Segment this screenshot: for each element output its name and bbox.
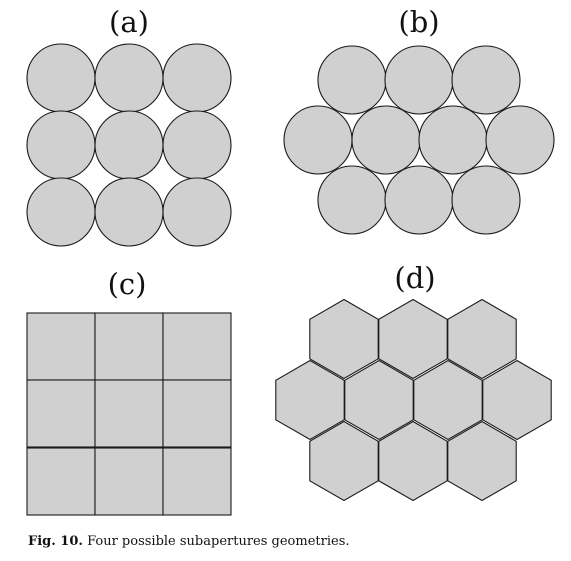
circle-b-r3c2 bbox=[384, 165, 454, 235]
circle-b-r2c1 bbox=[283, 105, 353, 175]
square-c-r3c1 bbox=[26, 447, 96, 516]
hexagon-d-r2c4 bbox=[482, 359, 552, 441]
square-c-r2c2 bbox=[94, 379, 164, 448]
circle-a-r2c3 bbox=[162, 110, 232, 180]
square-c-r2c1 bbox=[26, 379, 96, 448]
hexagon-d-r2c3 bbox=[413, 359, 483, 441]
square-c-r3c3 bbox=[162, 447, 232, 516]
hexagon-d-r1c2 bbox=[378, 298, 448, 380]
panel-c-label: (c) bbox=[108, 267, 147, 301]
hexagon-d-r2c1 bbox=[275, 359, 345, 441]
panel-a: (a) bbox=[26, 5, 232, 247]
circle-a-r1c1 bbox=[26, 43, 96, 113]
figure-caption: Fig. 10. Four possible subapertures geom… bbox=[28, 534, 350, 549]
circle-a-r3c1 bbox=[26, 177, 96, 247]
hexagon-d-r1c3 bbox=[447, 298, 517, 380]
circle-b-r1c1 bbox=[317, 45, 387, 115]
square-c-r1c3 bbox=[162, 312, 232, 381]
hexagon-d-r3c3 bbox=[447, 420, 517, 502]
hexagon-d-r1c1 bbox=[309, 298, 379, 380]
circle-b-r1c2 bbox=[384, 45, 454, 115]
caption-text: Four possible subapertures geometries. bbox=[87, 534, 350, 549]
hexagon-d-r2c2 bbox=[344, 359, 414, 441]
circle-b-r1c3 bbox=[451, 45, 521, 115]
hexagon-d-r3c1 bbox=[309, 420, 379, 502]
circle-b-r2c4 bbox=[485, 105, 555, 175]
circle-b-r2c2 bbox=[351, 105, 421, 175]
square-c-r2c3 bbox=[162, 379, 232, 448]
caption-prefix: Fig. 10. bbox=[28, 534, 83, 549]
circle-a-r2c1 bbox=[26, 110, 96, 180]
panel-d: (d) bbox=[275, 261, 552, 502]
panel-b-label: (b) bbox=[398, 5, 439, 39]
circle-a-r3c3 bbox=[162, 177, 232, 247]
circle-b-r2c3 bbox=[418, 105, 488, 175]
circle-a-r1c3 bbox=[162, 43, 232, 113]
circle-b-r3c3 bbox=[451, 165, 521, 235]
panel-a-label: (a) bbox=[109, 5, 149, 39]
panel-c: (c) bbox=[26, 267, 232, 516]
panel-b: (b) bbox=[283, 5, 555, 235]
square-c-r3c2 bbox=[94, 447, 164, 516]
panel-d-label: (d) bbox=[394, 261, 435, 295]
circle-a-r2c2 bbox=[94, 110, 164, 180]
hexagon-d-r3c2 bbox=[378, 420, 448, 502]
circle-b-r3c1 bbox=[317, 165, 387, 235]
square-c-r1c2 bbox=[94, 312, 164, 381]
circle-a-r3c2 bbox=[94, 177, 164, 247]
square-c-r1c1 bbox=[26, 312, 96, 381]
circle-a-r1c2 bbox=[94, 43, 164, 113]
